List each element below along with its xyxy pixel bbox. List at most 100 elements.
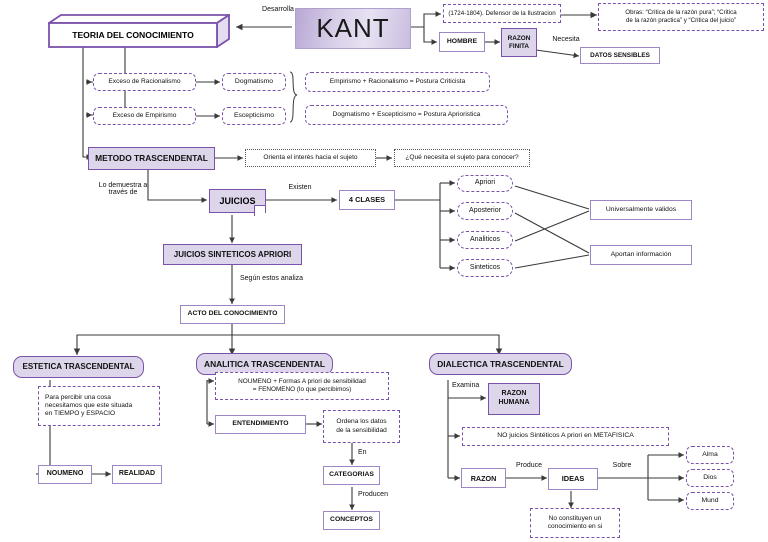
node-kant-label: KANT: [316, 13, 390, 43]
edge-label-existen: Existen: [288, 184, 312, 191]
node-alma-label: Alma: [702, 450, 718, 458]
node-4-clases[interactable]: 4 CLASES: [339, 190, 395, 210]
node-ordena-line2: de la sensibilidad: [336, 426, 387, 434]
node-dogmatismo[interactable]: Dogmatismo: [222, 73, 286, 91]
node-orienta-interes-label: Orienta el interés hacia el sujeto: [263, 153, 358, 161]
edge-label-sobre: Sobre: [612, 462, 632, 469]
node-entendimiento[interactable]: ENTENDIMIENTO: [215, 415, 306, 434]
node-obras[interactable]: Obras: “Critica de la razón pura”; “Crit…: [598, 3, 764, 31]
node-metodo-trascendental[interactable]: METODO TRASCENDENTAL: [88, 147, 215, 170]
node-estetica-trascendental-label: ESTETICA TRASCENDENTAL: [22, 362, 135, 371]
node-alma[interactable]: Alma: [686, 446, 734, 464]
node-obras-line1: Obras: “Critica de la razón pura”; “Crit…: [625, 9, 737, 17]
node-no-juicios-metafisica[interactable]: NO juicios Sintéticos A priori en METAFI…: [462, 427, 669, 446]
node-fechas-kant-label: (1724-1804). Defensor de la Ilustracion: [448, 9, 556, 17]
node-que-necesita-sujeto[interactable]: ¿Qué necesita el sujeto para conocer?: [394, 149, 530, 167]
node-sinteticos[interactable]: Sinteticos: [457, 259, 513, 277]
node-ideas-label: IDEAS: [561, 474, 585, 484]
node-razon-finita-line2: FINITA: [508, 42, 530, 50]
node-dios[interactable]: Dios: [686, 469, 734, 487]
edge-label-en: En: [358, 449, 367, 456]
node-percibir-line2: necesitamos que este situada: [45, 401, 133, 409]
node-que-necesita-sujeto-label: ¿Qué necesita el sujeto para conocer?: [405, 153, 519, 161]
node-juicios[interactable]: JUICIOS: [209, 189, 266, 216]
node-dios-label: Dios: [703, 473, 717, 481]
node-metodo-trascendental-label: METODO TRASCENDENTAL: [95, 153, 208, 164]
node-categorias-label: CATEGORIAS: [329, 471, 374, 479]
node-realidad[interactable]: REALIDAD: [112, 465, 162, 484]
edge-label-lo-demuestra-line2: través de: [108, 189, 138, 196]
node-percibir-line1: Para percibir una cosa: [45, 393, 111, 401]
node-razon-finita-line1: RAZON: [507, 34, 531, 42]
node-aposterior[interactable]: Aposterior: [457, 202, 513, 220]
node-hombre-label: HOMBRE: [446, 37, 478, 45]
node-escepticismo-label: Escepticismo: [233, 111, 275, 119]
node-ordena-line1: Ordena los datos: [336, 418, 387, 426]
node-apriori[interactable]: Apriori: [457, 175, 513, 192]
node-conceptos-label: CONCEPTOS: [330, 516, 373, 524]
node-noumeno[interactable]: NOUMENO: [38, 465, 92, 484]
node-exceso-racionalismo-label: Exceso de Racionalismo: [108, 77, 181, 85]
node-postura-criticista-label: Empirismo + Racionalismo = Postura Criti…: [329, 77, 466, 85]
node-postura-apriorista[interactable]: Dogmatismo + Escepticismo = Postura Apri…: [305, 105, 508, 125]
node-juicios-label: JUICIOS: [219, 196, 256, 206]
node-aposterior-label: Aposterior: [469, 206, 501, 214]
node-estetica-trascendental[interactable]: ESTETICA TRASCENDENTAL: [13, 356, 144, 378]
node-datos-sensibles[interactable]: DATOS SENSIBLES: [580, 47, 660, 64]
node-entendimiento-label: ENTENDIMIENTO: [232, 420, 289, 428]
node-teoria-del-conocimiento-label: TEORIA DEL CONOCIMIENTO: [72, 30, 194, 40]
node-analiticos[interactable]: Analiticos: [457, 231, 513, 249]
node-sinteticos-label: Sinteticos: [469, 263, 501, 271]
node-apriori-label: Apriori: [474, 179, 496, 187]
node-datos-sensibles-label: DATOS SENSIBLES: [590, 51, 650, 59]
node-analitica-trascendental-label: ANALITICA TRASCENDENTAL: [204, 358, 325, 369]
node-acto-del-conocimiento[interactable]: ACTO DEL CONOCIMIENTO: [180, 305, 285, 324]
node-dialectica-trascendental[interactable]: DIALECTICA TRASCENDENTAL: [429, 353, 572, 375]
node-acto-del-conocimiento-label: ACTO DEL CONOCIMIENTO: [187, 310, 278, 318]
node-fenomeno-line1: NOUMENO + Formas A priori de sensibilida…: [238, 378, 366, 385]
node-no-constituyen[interactable]: No constituyen un conocimiento en si: [530, 508, 620, 538]
node-fenomeno[interactable]: NOUMENO + Formas A priori de sensibilida…: [215, 372, 389, 400]
node-dogmatismo-label: Dogmatismo: [234, 77, 274, 85]
node-analiticos-label: Analiticos: [470, 235, 500, 243]
node-razon[interactable]: RAZON: [461, 468, 506, 488]
node-fechas-kant[interactable]: (1724-1804). Defensor de la Ilustracion: [443, 4, 561, 23]
node-ideas[interactable]: IDEAS: [548, 468, 598, 490]
node-mundo[interactable]: Mund: [686, 492, 734, 510]
node-aportan-informacion-label: Aportan información: [610, 250, 672, 258]
edge-label-segun-estos-analiza: Según estos analiza: [240, 275, 304, 282]
node-kant[interactable]: KANT: [295, 8, 411, 49]
node-juicios-sinteticos-apriori-label: JUICIOS SINTETICOS APRIORI: [173, 249, 292, 259]
node-razon-finita[interactable]: RAZON FINITA: [501, 28, 537, 57]
node-razon-humana-line2: HUMANA: [498, 399, 530, 406]
node-obras-line2: de la razón practica” y “Critica del jui…: [625, 17, 737, 24]
node-mundo-label: Mund: [701, 496, 719, 504]
node-juicios-sinteticos-apriori[interactable]: JUICIOS SINTETICOS APRIORI: [163, 244, 302, 265]
node-teoria-del-conocimiento[interactable]: TEORIA DEL CONOCIMIENTO: [48, 14, 230, 48]
node-razon-humana-line1: RAZON: [501, 390, 527, 398]
node-hombre[interactable]: HOMBRE: [439, 32, 485, 52]
node-exceso-empirismo[interactable]: Exceso de Empirismo: [93, 107, 196, 125]
node-noumeno-label: NOUMENO: [46, 470, 84, 478]
node-fenomeno-line2: = FENOMENO (lo que percibimos): [252, 386, 352, 393]
node-percibir-tiempo-espacio[interactable]: Para percibir una cosa necesitamos que e…: [38, 386, 160, 426]
node-aportan-informacion[interactable]: Aportan información: [590, 245, 692, 265]
node-exceso-racionalismo[interactable]: Exceso de Racionalismo: [93, 73, 196, 91]
node-postura-apriorista-label: Dogmatismo + Escepticismo = Postura Apri…: [332, 110, 481, 118]
edge-label-produce: Produce: [515, 462, 543, 469]
node-categorias[interactable]: CATEGORIAS: [323, 466, 380, 485]
node-escepticismo[interactable]: Escepticismo: [222, 107, 286, 125]
edge-label-examina: Examina: [452, 382, 480, 389]
edge-label-lo-demuestra: Lo demuestra a través de: [88, 182, 158, 196]
node-razon-humana[interactable]: RAZON HUMANA: [488, 383, 540, 415]
edge-label-necesita: Necesita: [552, 36, 580, 43]
node-realidad-label: REALIDAD: [118, 470, 156, 478]
node-universalmente-validos[interactable]: Universalmente validos: [590, 200, 692, 220]
cube-outline: [48, 14, 230, 48]
node-conceptos[interactable]: CONCEPTOS: [323, 511, 380, 530]
node-ordena-datos[interactable]: Ordena los datos de la sensibilidad: [323, 410, 400, 443]
node-orienta-interes[interactable]: Orienta el interés hacia el sujeto: [245, 149, 376, 167]
node-postura-criticista[interactable]: Empirismo + Racionalismo = Postura Criti…: [305, 72, 490, 92]
folded-corner-icon: [254, 205, 265, 216]
